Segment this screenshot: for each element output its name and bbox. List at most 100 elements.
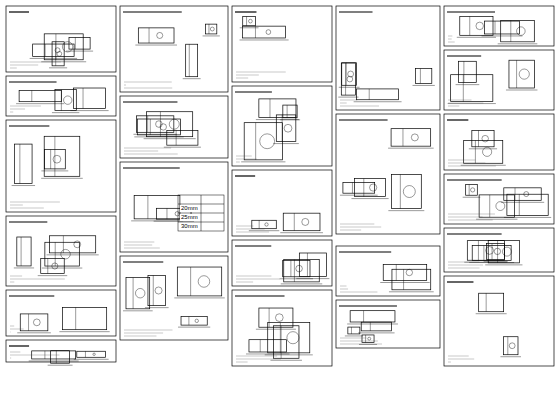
dimension-line	[174, 297, 224, 298]
dimension-line	[500, 356, 521, 357]
section-outline	[504, 188, 541, 200]
detail-panel	[444, 228, 554, 272]
pipe-section	[287, 332, 299, 344]
pipe-section	[52, 263, 58, 269]
rebar-line	[290, 260, 291, 276]
detail-panel	[6, 76, 116, 116]
note-strokes	[236, 359, 281, 360]
dimension-line	[388, 148, 434, 149]
dimension-line	[501, 202, 544, 203]
note-strokes	[10, 329, 24, 330]
detail-panel	[120, 6, 228, 92]
pipe-section	[406, 269, 412, 275]
note-strokes	[124, 154, 178, 155]
dimension-line	[340, 195, 378, 196]
note-strokes	[340, 100, 357, 101]
section-outline	[460, 16, 493, 35]
dimension-line	[49, 67, 67, 68]
note-strokes	[236, 356, 277, 357]
pipe-section	[486, 247, 494, 255]
section-outline	[243, 26, 286, 38]
section-outline	[126, 278, 150, 309]
detail-panel	[6, 216, 116, 286]
rebar-line	[469, 185, 470, 196]
dimension-line	[240, 39, 289, 40]
note-strokes	[124, 151, 158, 152]
rebar-line	[63, 236, 64, 253]
rebar-line	[345, 63, 346, 95]
dimension-line	[183, 78, 201, 79]
rebar-line	[363, 179, 364, 197]
dimension-line	[338, 97, 358, 98]
table-cell: 30mm	[180, 223, 199, 230]
table-cell: 20mm	[180, 205, 199, 212]
panel-title-mark	[123, 167, 180, 168]
section-outline	[479, 293, 504, 312]
rebar-line	[19, 144, 20, 183]
panel-title-mark	[447, 11, 495, 12]
dimension-line	[354, 101, 402, 102]
panel-frame	[6, 6, 116, 72]
note-strokes	[448, 160, 475, 161]
dimension-line	[265, 354, 313, 355]
panel-frame	[232, 290, 332, 366]
detail-panel	[6, 290, 116, 336]
note-strokes	[10, 326, 14, 327]
dimension-line	[135, 45, 177, 46]
rebar-line	[75, 38, 76, 50]
rebar-line	[255, 123, 256, 160]
rebar-line	[83, 88, 84, 109]
section-outline	[15, 144, 32, 183]
dimension-line	[270, 360, 302, 361]
pipe-section	[249, 19, 253, 23]
pipe-section	[284, 124, 292, 132]
note-strokes	[448, 356, 469, 357]
section-outline	[451, 75, 493, 102]
section-outline	[416, 69, 432, 84]
section-outline	[17, 237, 31, 266]
rebar-line	[483, 245, 484, 260]
note-strokes	[10, 332, 12, 333]
note-strokes	[124, 333, 163, 334]
table-rule	[201, 195, 202, 231]
detail-panel	[232, 86, 332, 166]
section-outline	[348, 327, 360, 334]
rebar-line	[282, 115, 283, 142]
note-strokes	[340, 338, 367, 339]
note-strokes	[10, 106, 41, 107]
note-strokes	[10, 208, 44, 209]
pipe-section	[411, 134, 418, 141]
note-strokes	[448, 362, 451, 363]
rebar-line	[28, 314, 29, 331]
dimension-line	[14, 267, 34, 268]
note-strokes	[340, 224, 374, 225]
note-strokes	[10, 279, 65, 280]
panel-title-mark	[235, 11, 256, 12]
panel-frame	[120, 256, 228, 340]
rebar-line	[492, 243, 493, 259]
pipe-section	[471, 188, 475, 192]
section-outline	[488, 240, 519, 263]
rebar-line	[50, 149, 51, 168]
note-strokes	[448, 268, 480, 269]
pipe-section	[61, 249, 71, 259]
panel-frame	[444, 114, 554, 170]
panel-title-mark	[235, 295, 285, 296]
note-strokes	[10, 202, 60, 203]
rebar-line	[478, 241, 479, 261]
dimension-line	[351, 198, 388, 199]
note-strokes	[124, 242, 154, 243]
pipe-section	[496, 202, 505, 211]
panel-title-mark	[123, 101, 177, 102]
note-strokes	[10, 68, 17, 69]
rebar-line	[208, 24, 209, 34]
dimension-line	[281, 283, 323, 284]
panel-frame	[336, 114, 440, 234]
rebar-line	[486, 293, 487, 312]
pipe-section	[33, 319, 40, 326]
section-outline	[362, 335, 374, 342]
pipe-section	[64, 96, 72, 104]
section-outline	[383, 264, 426, 280]
